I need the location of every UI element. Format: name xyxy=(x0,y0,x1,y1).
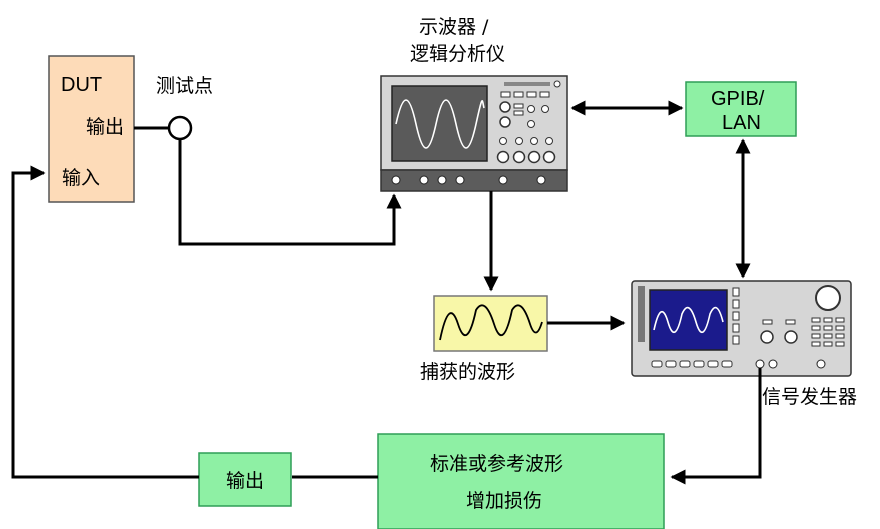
dut-box xyxy=(48,55,135,203)
oscilloscope: 示波器 / 逻辑分析仪 xyxy=(380,16,568,192)
dut-block: DUT 输出 输入 xyxy=(48,55,135,203)
scope-label-line2: 逻辑分析仪 xyxy=(410,43,505,65)
standard-waveform-box: 标准或参考波形 增加损伤 xyxy=(377,433,665,529)
generator-output-wire xyxy=(670,368,762,485)
signal-generator-icon xyxy=(631,280,852,377)
output-box-label: 输出 xyxy=(226,470,264,492)
captured-waveform-label: 捕获的波形 xyxy=(420,361,515,383)
probe-wire xyxy=(178,139,402,246)
gpib-label-line1: GPIB/ xyxy=(711,88,765,110)
gpib-label-line2: LAN xyxy=(722,112,761,134)
test-point: 测试点 xyxy=(134,75,213,141)
standard-waveform-rect xyxy=(377,433,665,529)
signal-generator: 信号发生器 xyxy=(631,280,857,408)
gpib-lan-box: GPIB/ LAN xyxy=(685,81,797,137)
output-rect xyxy=(198,452,292,507)
test-point-label: 测试点 xyxy=(156,75,213,97)
signal-generator-label: 信号发生器 xyxy=(762,386,857,408)
sine-wave-icon xyxy=(433,295,548,352)
captured-waveform: 捕获的波形 xyxy=(420,295,548,383)
dut-label: DUT xyxy=(61,74,102,96)
output-box: 输出 xyxy=(198,452,292,507)
scope-label-line1: 示波器 / xyxy=(419,16,489,38)
dut-input-label: 输入 xyxy=(62,167,100,189)
oscilloscope-icon xyxy=(380,75,568,192)
standard-waveform-line2: 增加损伤 xyxy=(466,490,542,512)
dut-output-label: 输出 xyxy=(86,116,124,138)
gpib-lan-rect xyxy=(685,81,797,137)
feedback-wire xyxy=(11,165,199,479)
standard-waveform-line1: 标准或参考波形 xyxy=(430,453,563,475)
probe-point-icon xyxy=(167,115,193,141)
